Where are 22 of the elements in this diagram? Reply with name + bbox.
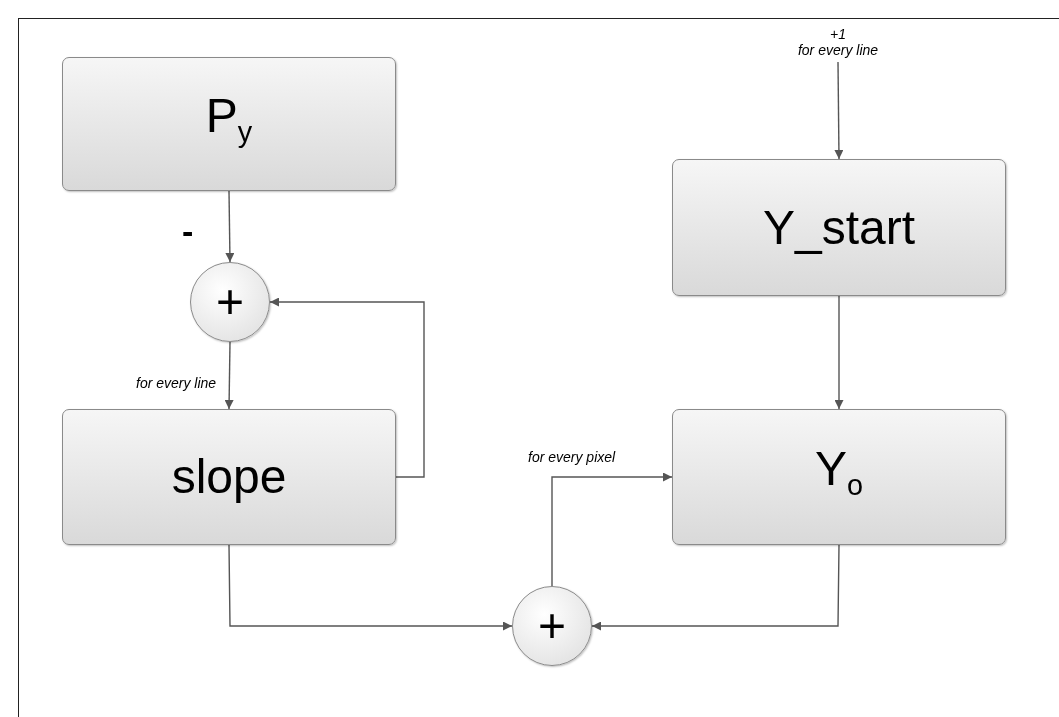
- arrow: [224, 341, 234, 410]
- process-box: [672, 409, 1006, 545]
- arrow: [834, 295, 844, 410]
- process-box: [62, 57, 396, 191]
- arrow: [551, 472, 673, 587]
- node-label: Y_start: [762, 199, 916, 256]
- note-text: +1: [830, 25, 846, 42]
- process-box: [62, 409, 396, 545]
- node-label: P$_{y}$: [205, 87, 253, 150]
- edge-label: for every line: [134, 375, 219, 391]
- process-box: [672, 159, 1006, 296]
- arrow: [834, 61, 844, 160]
- note-text: for every line: [797, 42, 879, 59]
- arrow: [269, 297, 425, 478]
- arrow: [225, 190, 235, 263]
- arrow: [228, 544, 513, 631]
- node-label: Y$_{o}$: [815, 440, 863, 503]
- plus-sign: +: [216, 274, 244, 330]
- edge-label: for every pixel: [526, 449, 618, 465]
- arrow: [591, 544, 840, 631]
- node-label: slope: [171, 449, 287, 505]
- plus-sign: +: [538, 598, 566, 654]
